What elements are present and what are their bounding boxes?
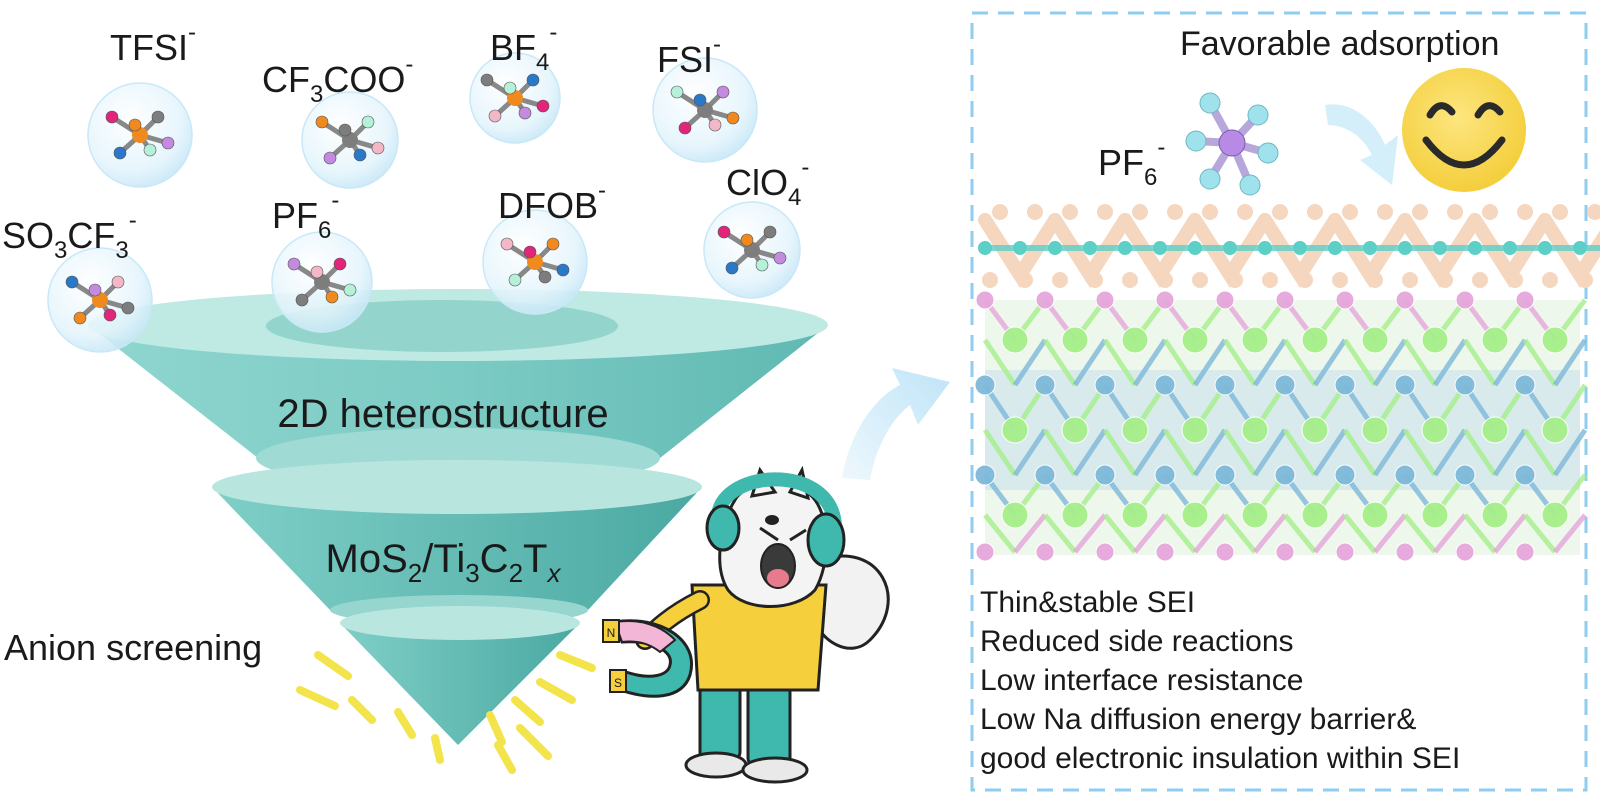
glow-ray [516, 724, 552, 760]
right-panel: Favorable adsorption PF6- Thin&stable SE… [970, 11, 1600, 792]
molecule-icon [105, 110, 175, 160]
anion-label: FSI- [657, 31, 721, 80]
anion-fsi: FSI- [652, 31, 758, 163]
magnet-pole-n: N [607, 626, 616, 640]
funnel-tier-1-body [88, 325, 828, 458]
glow-ray [494, 741, 516, 774]
anion-label: ClO4- [726, 154, 809, 211]
transition-arrow [842, 368, 950, 480]
mos2-layer [978, 204, 1600, 289]
anion-bf4: BF4- [469, 19, 561, 144]
anion-candidates: TFSI- CF3COO- BF4- FSI- SO3CF3- PF6- DFOB- ClO4… [2, 19, 809, 353]
adsorption-arrow [1325, 104, 1398, 185]
funnel-tier-2-body [212, 487, 702, 610]
molecule-icon [65, 275, 135, 325]
anion-dfob: DFOB- [482, 177, 606, 315]
screening-funnel: 2D heterostructure MoS2/Ti3C2Tx Anion sc… [4, 289, 828, 774]
molecule-icon [670, 85, 740, 135]
funnel-tier-2-rim [212, 460, 702, 514]
magnet-pole-s: S [614, 676, 622, 690]
glow-ray [296, 686, 339, 710]
funnel-tier-2-label: MoS2/Ti3C2Tx [326, 537, 562, 588]
anion-clo4: ClO4- [703, 154, 809, 299]
anion-label: BF4- [490, 19, 557, 76]
glow-rays [296, 651, 596, 774]
glow-ray [394, 708, 416, 739]
anion-screening-label: Anion screening [4, 627, 262, 668]
anion-label: CF3COO- [262, 51, 413, 108]
horseshoe-magnet: N S [602, 619, 693, 698]
headphone-right [806, 512, 846, 568]
anion-label: SO3CF3- [2, 207, 137, 264]
molecule-icon [315, 115, 385, 165]
dog-nose [765, 515, 779, 525]
pf6-molecule [1185, 92, 1279, 196]
sei-properties-list: Thin&stable SEI Reduced side reactions L… [980, 586, 1460, 775]
glow-ray [431, 734, 444, 764]
glow-ray [348, 696, 376, 724]
anion-label: TFSI- [110, 19, 196, 68]
anion-pf6: PF6- [271, 187, 373, 333]
headphone-band [711, 472, 842, 527]
glow-ray [486, 711, 506, 746]
property-item: good electronic insulation within SEI [980, 742, 1460, 775]
anion-label: PF6- [272, 187, 339, 244]
funnel-tip [340, 623, 580, 745]
headphone-left [705, 504, 741, 552]
property-item: Low interface resistance [980, 664, 1304, 697]
molecule-icon [287, 257, 357, 307]
anion-so3cf3: SO3CF3- [2, 207, 153, 353]
glow-ray [314, 651, 352, 680]
mos2-ti3c2tx-heterostructure [974, 204, 1600, 562]
molecule-icon [480, 73, 550, 123]
glow-ray [556, 651, 596, 672]
anion-cf3coo: CF3COO- [262, 51, 413, 189]
funnel-tip-rim [340, 606, 580, 640]
glow-ray [511, 696, 544, 726]
dog-foot-right [741, 756, 809, 784]
anion-label: DFOB- [498, 177, 606, 226]
property-item: Thin&stable SEI [980, 586, 1195, 619]
dog-tail [813, 554, 890, 650]
molecule-icon [717, 225, 787, 275]
funnel-tier-1-label: 2D heterostructure [277, 392, 608, 436]
smiley-icon [1402, 68, 1526, 192]
molecule-icon [500, 237, 570, 287]
dog-mascot: N S [602, 465, 890, 784]
adsorbate-label: PF6- [1098, 134, 1165, 191]
glow-ray [536, 678, 576, 704]
right-panel-border [970, 11, 1588, 792]
property-item: Low Na diffusion energy barrier& [980, 703, 1416, 736]
ti3c2tx-layer [974, 290, 1588, 562]
favorable-adsorption-title: Favorable adsorption [1180, 25, 1499, 63]
anion-tfsi: TFSI- [87, 19, 196, 188]
dog-foot-left [684, 751, 748, 779]
property-item: Reduced side reactions [980, 625, 1294, 658]
